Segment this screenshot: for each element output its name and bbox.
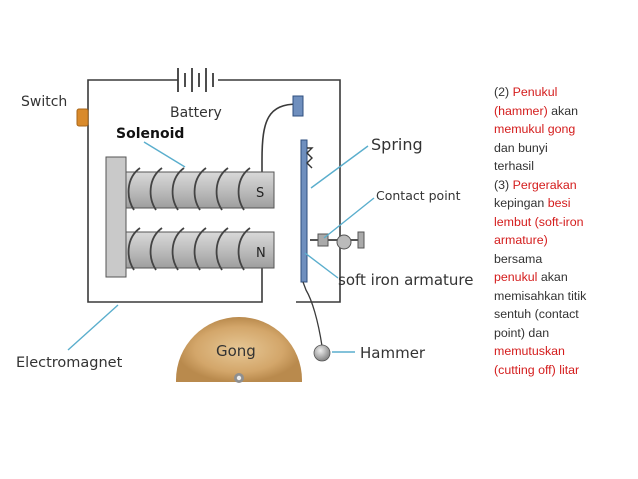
armature-wire [302,281,323,347]
contact-point-label: Contact point [376,188,461,203]
note-highlight-text: armature) [494,233,548,247]
note-text: (2) [494,85,513,99]
hammer [313,344,331,362]
note-line: bersama [494,250,634,269]
note-line: memutuskan [494,342,634,361]
note-text: kepingan [494,196,548,210]
switch[interactable] [76,108,89,127]
note-line: dan bunyi [494,139,634,158]
gong-label: Gong [216,342,256,360]
coil-top [127,167,251,211]
note-line: lembut (soft-iron [494,213,634,232]
note-highlight-text: (hammer) [494,103,548,118]
note-line: (hammer) akan [494,102,634,121]
note-line: sentuh (contact [494,305,634,324]
note-highlight-text: memukul gong [494,122,576,136]
note-line: penukul akan [494,268,634,287]
note-highlight-text: Pergerakan [512,177,577,192]
note-highlight-text: besi [547,196,571,210]
iron-core-bottom [125,231,275,269]
note-text: bersama [494,251,543,266]
coil-bottom [127,227,251,271]
spring [306,147,314,169]
pointer-lines [67,141,375,353]
battery-label: Battery [170,105,222,121]
note-line: memisahkan titik [494,287,634,306]
note-text: akan [547,103,579,118]
pole-s-label: S [256,186,264,201]
note-line: kepingan besi [494,194,634,213]
note-line: (cutting off) litar [494,361,634,380]
spring-pointer [310,145,369,189]
electromagnet-pointer [67,304,119,351]
note-text: dan bunyi [494,140,548,155]
armature-pointer [304,252,339,279]
note-highlight-text: penukul [494,270,538,284]
electromagnet-frame [105,156,127,278]
contact-point-pointer [323,197,375,239]
note-text: point) dan [494,325,550,340]
contact-bracket [357,231,365,249]
solenoid-pointer [143,141,186,168]
note-line: armature) [494,231,634,250]
iron-core-top [125,171,275,209]
battery [177,68,214,92]
armature-mount [292,95,304,117]
spring-label: Spring [371,135,423,154]
note-highlight-text: memutuskan [494,344,565,358]
note-text: terhasil [494,159,534,173]
note-line: (2) Penukul [494,83,634,102]
soft-iron-armature [300,139,308,283]
note-line: memukul gong [494,120,634,139]
note-line: point) dan [494,324,634,343]
note-text: memisahkan titik [494,288,587,303]
note-text: (3) [494,177,513,192]
electromagnet: S N [105,156,275,278]
note-line: (3) Pergerakan [494,176,634,195]
solenoid-label: Solenoid [116,126,184,142]
note-line: terhasil [494,157,634,176]
note-text: akan [537,270,568,284]
electromagnet-label: Electromagnet [16,355,123,371]
pole-n-label: N [256,246,266,261]
note-text: sentuh (contact [494,307,579,321]
contact-clamp [317,233,329,247]
contact-screw [336,234,352,250]
note-highlight-text: (cutting off) litar [494,362,580,377]
switch-label: Switch [21,94,67,110]
hammer-label: Hammer [360,344,426,362]
note-highlight-text: lembut (soft-iron [494,214,584,229]
gong: Gong [176,317,302,383]
note-highlight-text: Penukul [512,85,558,99]
circuit-wires [87,79,341,303]
soft-iron-armature-label: soft iron armature [338,271,473,289]
armature-assembly [292,95,365,347]
